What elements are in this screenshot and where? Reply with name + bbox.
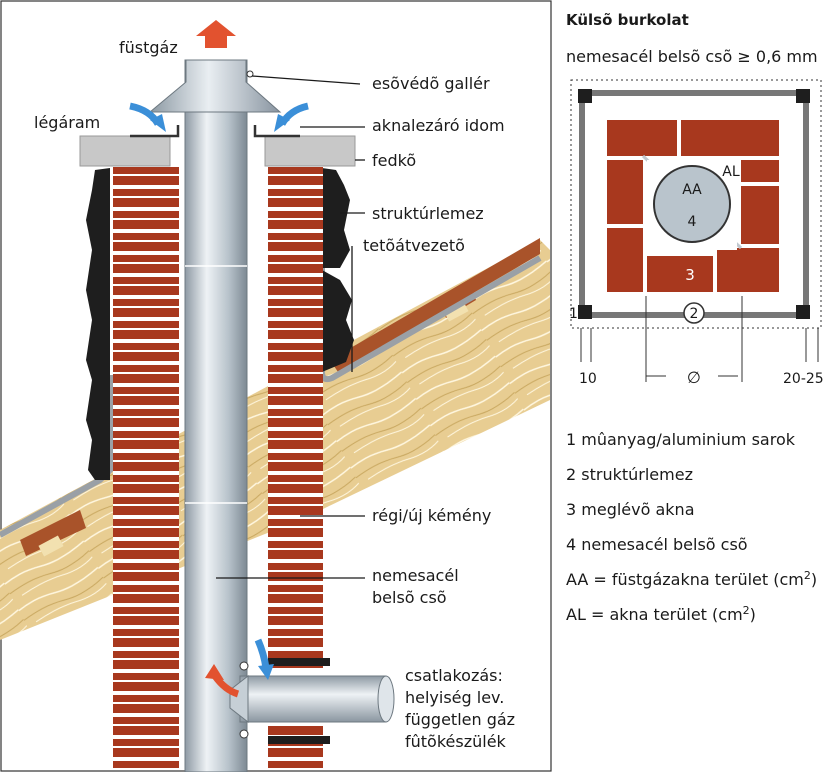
rain-hood: [148, 59, 282, 113]
side-number: 1: [569, 306, 578, 322]
cap-stone-left: [79, 135, 171, 167]
aa-number: 4: [688, 214, 697, 230]
legend-tail: ): [811, 570, 817, 589]
circle-number: 2: [690, 306, 699, 322]
label-connection-3: független gáz: [405, 710, 515, 729]
legend-item: 2 struktúrlemez: [566, 465, 693, 484]
legend-tail: ): [750, 605, 756, 624]
legend-text: = füstgázakna terület (cm: [593, 570, 803, 589]
label-pipe-line1: nemesacél: [372, 566, 459, 585]
label-rain-hood: esõvédõ gallér: [372, 74, 490, 93]
label-pipe-line2: belsõ csõ: [372, 588, 447, 607]
label-connection-2: helyiség lev.: [405, 688, 504, 707]
section-view: AA 4 AL 3 2 1 10 ∅ 20-25: [569, 79, 824, 387]
airflow-arrow-left: [129, 102, 166, 132]
connection-arrow-red: [205, 664, 240, 698]
roof-tile: [330, 238, 540, 372]
structure-plates: [86, 168, 354, 480]
connector-tube: [239, 675, 387, 723]
dim-diameter: ∅: [687, 368, 701, 387]
legend-item: 1 mûanyag/aluminium sarok: [566, 430, 796, 449]
legend-number: 4: [566, 535, 581, 554]
legend-number: AA: [566, 570, 593, 589]
legend-text: = akna terület (cm: [591, 605, 743, 624]
flue-gas-arrow: [196, 20, 236, 48]
legend-item: AL = akna terület (cm2): [566, 604, 756, 625]
legend-superscript: 2: [804, 569, 811, 582]
legend-item: 4 nemesacél belsõ csõ: [566, 535, 748, 554]
label-connection-4: fûtõkészülék: [405, 732, 507, 751]
section-title: Külsõ burkolat: [566, 11, 689, 29]
corner-profiles: [578, 89, 810, 319]
legend-item: 3 meglévõ akna: [566, 500, 695, 519]
label-connection-1: csatlakozás:: [405, 666, 503, 685]
al-label: AL: [722, 164, 740, 180]
legend-text: struktúrlemez: [581, 465, 693, 484]
shaft-closure-left: [130, 125, 180, 138]
legend-number: 1: [566, 430, 581, 449]
label-chimney: régi/új kémény: [372, 506, 491, 525]
chimney-left-column: [113, 165, 179, 770]
leader-lines: [216, 75, 365, 579]
airflow-arrow-right: [274, 102, 309, 132]
legend-number: 3: [566, 500, 581, 519]
label-shaft-closure: aknalezáró idom: [372, 116, 505, 135]
dim-left: 10: [579, 371, 597, 387]
aa-label: AA: [682, 182, 702, 198]
legend-number: 2: [566, 465, 581, 484]
label-legaram: légáram: [34, 113, 100, 132]
stainless-inner-pipe: [184, 59, 248, 773]
legend-superscript: 2: [743, 604, 750, 617]
label-cap-stone: fedkõ: [372, 151, 416, 170]
legend-text: meglévõ akna: [581, 500, 694, 519]
brick-number: 3: [685, 266, 695, 284]
legend-item: AA = füstgázakna terület (cm2): [566, 569, 817, 590]
cap-stone-right: [264, 135, 356, 167]
legend-text: mûanyag/aluminium sarok: [581, 430, 795, 449]
inner-pipe-section: [653, 165, 731, 243]
legend-text: nemesacél belsõ csõ: [581, 535, 747, 554]
connection-arrow-blue: [254, 638, 274, 680]
connection-pipe: [229, 658, 395, 744]
shaft-closure-right: [253, 125, 300, 138]
label-fustgaz: füstgáz: [119, 38, 178, 57]
label-roof-flashing: tetõátvezetõ: [363, 236, 465, 255]
dim-right: 20-25: [783, 371, 824, 387]
section-subtitle: nemesacél belsõ csõ ≥ 0,6 mm: [566, 47, 818, 66]
structure-plate-marker: [683, 302, 705, 324]
hood-clamp: [246, 70, 254, 78]
legend-number: AL: [566, 605, 591, 624]
dimension-lines: [580, 296, 819, 382]
label-structure-plate: struktúrlemez: [372, 204, 484, 223]
